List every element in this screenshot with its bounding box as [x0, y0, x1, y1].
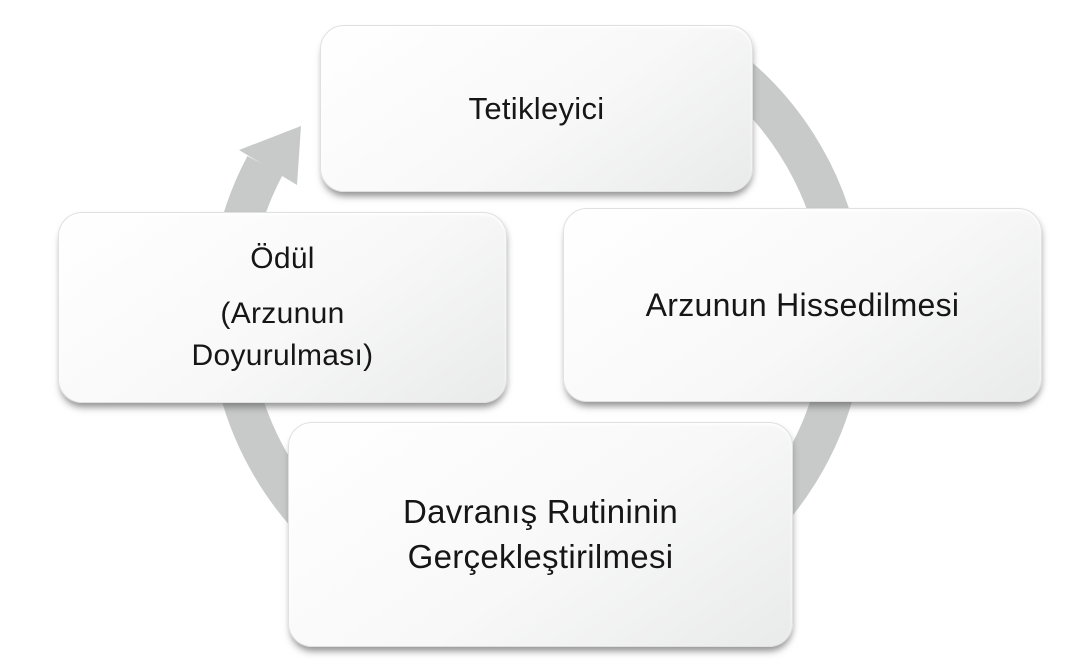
- reward-label: Ödül: [250, 242, 315, 275]
- cycle-node-trigger: Tetikleyici: [320, 25, 753, 192]
- reward-sublabel: (Arzunun Doyurulması): [191, 297, 374, 372]
- cycle-node-craving: Arzunun Hissedilmesi: [563, 208, 1042, 402]
- routine-label: Davranış Rutininin Gerçekleştirilmesi: [402, 492, 679, 575]
- craving-label: Arzunun Hissedilmesi: [645, 286, 960, 323]
- cycle-arrowhead-icon: [239, 126, 301, 185]
- trigger-label: Tetikleyici: [468, 90, 605, 126]
- cycle-node-routine: Davranış Rutininin Gerçekleştirilmesi: [288, 422, 793, 647]
- cycle-node-reward: Ödül (Arzunun Doyurulması): [58, 212, 507, 403]
